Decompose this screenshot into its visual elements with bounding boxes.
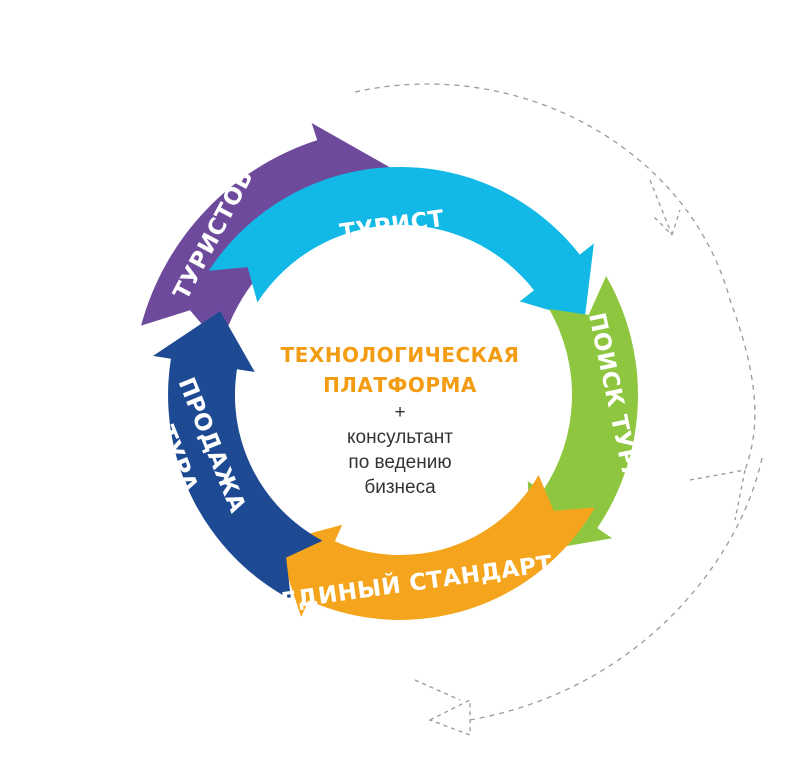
arrow-tour-sale [153,311,323,600]
center-text-line1: консультант [347,427,453,448]
dashed-arrowhead-mid [689,469,746,521]
center-text-line2: по ведению [348,452,452,473]
center-title-line2: ПЛАТФОРМА [323,373,477,397]
center-title-line1: ТЕХНОЛОГИЧЕСКАЯ [280,343,520,367]
center-plus: + [394,402,406,423]
center-block: ТЕХНОЛОГИЧЕСКАЯ ПЛАТФОРМА + консультант … [250,340,550,500]
center-text-line3: бизнеса [364,477,436,498]
dashed-arrowhead-right [649,179,681,236]
arrow-tour-search [527,276,638,552]
arrow-unified-standard [276,475,595,620]
dashed-arrowhead-bottom [414,679,471,736]
arrow-tourist [208,166,594,321]
dashed-loop-upper [354,83,756,471]
dashed-loop-lower [469,457,763,721]
